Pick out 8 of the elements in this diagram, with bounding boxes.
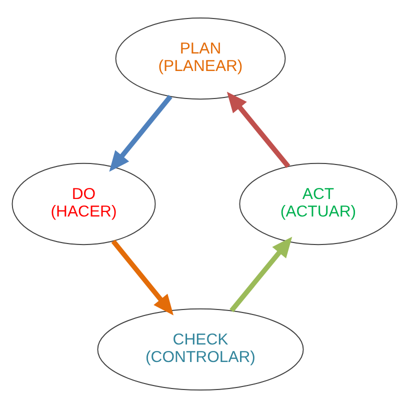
arrow xyxy=(230,236,292,312)
node-ellipse: ACT (ACTUAR) xyxy=(239,162,398,246)
arrow xyxy=(111,240,174,316)
node-ellipse: PLAN (PLANEAR) xyxy=(115,17,286,100)
node-ellipse: DO (HACER) xyxy=(12,162,156,246)
arrow xyxy=(226,92,290,168)
arrow xyxy=(109,94,172,172)
node-ellipse: CHECK (CONTROLAR) xyxy=(97,308,304,391)
